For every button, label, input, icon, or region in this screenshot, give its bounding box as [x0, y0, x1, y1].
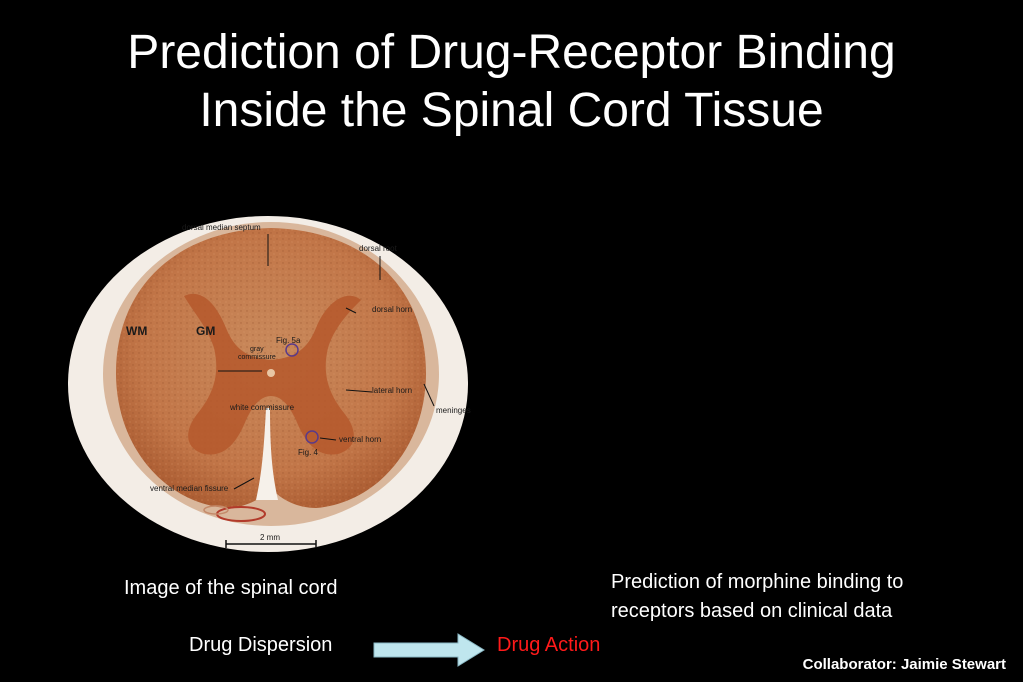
collaborator-credit: Collaborator: Jaimie Stewart	[802, 656, 1006, 673]
label-lateral-horn: lateral horn	[372, 386, 412, 395]
label-fig-5a: Fig. 5a	[276, 336, 301, 345]
title-line-1: Prediction of Drug-Receptor Binding	[127, 26, 896, 79]
label-dorsal-median-septum: dorsal median septum	[182, 223, 261, 232]
slide-title: Prediction of Drug-Receptor Binding Insi…	[0, 24, 1023, 140]
label-wm: WM	[126, 324, 147, 338]
label-gm: GM	[196, 324, 215, 338]
label-ventral-horn: ventral horn	[339, 435, 381, 444]
label-white-commissure: white commissure	[229, 403, 295, 412]
label-dorsal-root: dorsal root	[359, 244, 398, 253]
label-gray-commissure-1: gray	[250, 346, 264, 353]
label-ventral-median-fissure: ventral median fissure	[150, 484, 229, 493]
label-scale: 2 mm	[260, 533, 280, 542]
title-line-2: Inside the Spinal Cord Tissue	[199, 84, 824, 137]
prediction-caption: Prediction of morphine binding to recept…	[611, 571, 904, 622]
label-meninges: meninges	[436, 406, 471, 415]
right-arrow-icon	[372, 631, 488, 674]
label-dorsal-horn: dorsal horn	[372, 305, 412, 314]
image-caption: Image of the spinal cord	[124, 577, 338, 599]
drug-action-label: Drug Action	[497, 634, 601, 656]
label-fig-4: Fig. 4	[298, 448, 319, 457]
label-gray-commissure-2: commissure	[238, 354, 276, 361]
spinal-cord-image: dorsal median septum dorsal root dorsal …	[66, 208, 482, 556]
drug-dispersion-label: Drug Dispersion	[189, 634, 333, 656]
